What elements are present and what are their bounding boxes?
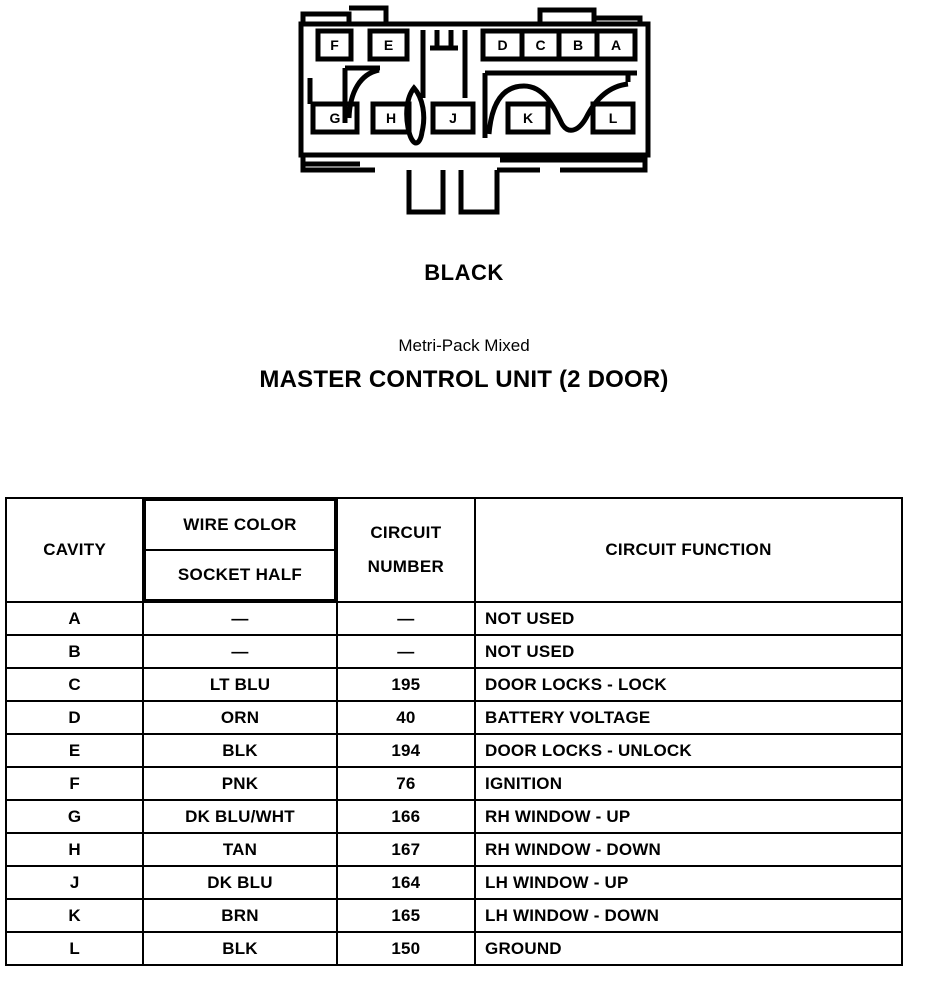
cell-cavity: L	[4, 931, 145, 966]
cavity-box-a	[594, 28, 638, 62]
cell-circuit-number: 165	[335, 898, 477, 933]
cavity-box-l	[590, 101, 636, 135]
cell-cavity: J	[4, 865, 145, 900]
cell-circuit-number: 195	[335, 667, 477, 702]
cell-cavity: B	[4, 634, 145, 669]
cavity-box-f	[315, 28, 354, 62]
table-header-row: CAVITY WIRE COLOR SOCKET HALF CIRCUIT NU…	[4, 497, 903, 603]
cell-circuit-function: BATTERY VOLTAGE	[474, 700, 903, 735]
cell-circuit-function: RH WINDOW - DOWN	[474, 832, 903, 867]
cell-circuit-function: GROUND	[474, 931, 903, 966]
cell-wire-color: TAN	[142, 832, 338, 867]
table-row: B——NOT USED	[4, 634, 903, 669]
cavity-label-l: L	[609, 110, 618, 126]
cavity-box-g	[310, 101, 360, 135]
top-flange-left-notch	[300, 11, 352, 24]
cavity-box-k	[505, 101, 551, 135]
cell-wire-color: ORN	[142, 700, 338, 735]
cell-cavity: H	[4, 832, 145, 867]
cell-circuit-number: 166	[335, 799, 477, 834]
cell-wire-color: BRN	[142, 898, 338, 933]
cell-wire-color: —	[142, 634, 338, 669]
cell-circuit-number: —	[335, 634, 477, 669]
cell-wire-color: BLK	[142, 733, 338, 768]
header-circuit-function: CIRCUIT FUNCTION	[474, 497, 903, 603]
cell-wire-color: DK BLU/WHT	[142, 799, 338, 834]
cell-cavity: A	[4, 601, 145, 636]
cell-circuit-function: DOOR LOCKS - UNLOCK	[474, 733, 903, 768]
cell-wire-color: BLK	[142, 931, 338, 966]
cell-circuit-number: 164	[335, 865, 477, 900]
cavity-label-c: C	[535, 37, 545, 53]
cavity-box-j	[430, 101, 476, 135]
cell-circuit-number: 40	[335, 700, 477, 735]
cell-wire-color: —	[142, 601, 338, 636]
cell-cavity: K	[4, 898, 145, 933]
cell-circuit-function: LH WINDOW - DOWN	[474, 898, 903, 933]
cavity-label-b: B	[573, 37, 583, 53]
connector-body	[298, 21, 651, 158]
bottom-leg-right	[458, 170, 500, 215]
cavity-label-k: K	[523, 110, 533, 126]
cavity-box-h	[370, 101, 412, 135]
cell-circuit-function: NOT USED	[474, 601, 903, 636]
cell-circuit-function: DOOR LOCKS - LOCK	[474, 667, 903, 702]
cell-wire-color: PNK	[142, 766, 338, 801]
header-wire-color-group: WIRE COLOR SOCKET HALF	[142, 497, 338, 603]
cell-cavity: C	[4, 667, 145, 702]
cell-wire-color: DK BLU	[142, 865, 338, 900]
bottom-flange-right	[560, 155, 648, 173]
header-wire-color: WIRE COLOR	[144, 499, 336, 551]
connector-family-label: Metri-Pack Mixed	[398, 336, 530, 355]
cavity-label-f: F	[330, 37, 339, 53]
cell-wire-color: LT BLU	[142, 667, 338, 702]
pin-assignment-table: CAVITY WIRE COLOR SOCKET HALF CIRCUIT NU…	[4, 497, 903, 966]
component-name-title: MASTER CONTROL UNIT (2 DOOR)	[259, 366, 669, 393]
cell-circuit-number: 150	[335, 931, 477, 966]
cell-circuit-number: 167	[335, 832, 477, 867]
left-arc-trace	[346, 67, 380, 119]
header-cavity: CAVITY	[4, 497, 145, 603]
cell-cavity: G	[4, 799, 145, 834]
cavity-box-e	[367, 28, 410, 62]
table-row: A——NOT USED	[4, 601, 903, 636]
cell-circuit-function: RH WINDOW - UP	[474, 799, 903, 834]
cell-cavity: F	[4, 766, 145, 801]
connector-diagram: F E D C B A G H J K L	[0, 0, 928, 235]
header-circuit-number: CIRCUIT NUMBER	[335, 497, 477, 603]
connector-color-label: BLACK	[424, 260, 504, 285]
cell-circuit-number: —	[335, 601, 477, 636]
header-socket-half: SOCKET HALF	[144, 549, 336, 601]
cavity-label-d: D	[497, 37, 507, 53]
cell-circuit-function: IGNITION	[474, 766, 903, 801]
connector-illustration: F E D C B A G H J K L	[298, 5, 651, 215]
cell-cavity: E	[4, 733, 145, 768]
header-circuit-number-line1: CIRCUIT	[370, 523, 442, 542]
cavity-label-e: E	[384, 37, 393, 53]
cavity-label-a: A	[611, 37, 621, 53]
title-block: BLACK Metri-Pack Mixed MASTER CONTROL UN…	[0, 250, 928, 392]
cavity-label-g: G	[330, 110, 341, 126]
cell-circuit-function: LH WINDOW - UP	[474, 865, 903, 900]
cell-circuit-number: 76	[335, 766, 477, 801]
cell-circuit-number: 194	[335, 733, 477, 768]
cell-cavity: D	[4, 700, 145, 735]
cavity-label-h: H	[386, 110, 396, 126]
cavity-label-j: J	[449, 110, 457, 126]
top-flange-left-tab	[349, 5, 389, 24]
header-circuit-number-line2: NUMBER	[367, 557, 445, 576]
bottom-flange-left	[300, 155, 375, 173]
cell-circuit-function: NOT USED	[474, 634, 903, 669]
bottom-leg-left	[406, 170, 446, 215]
